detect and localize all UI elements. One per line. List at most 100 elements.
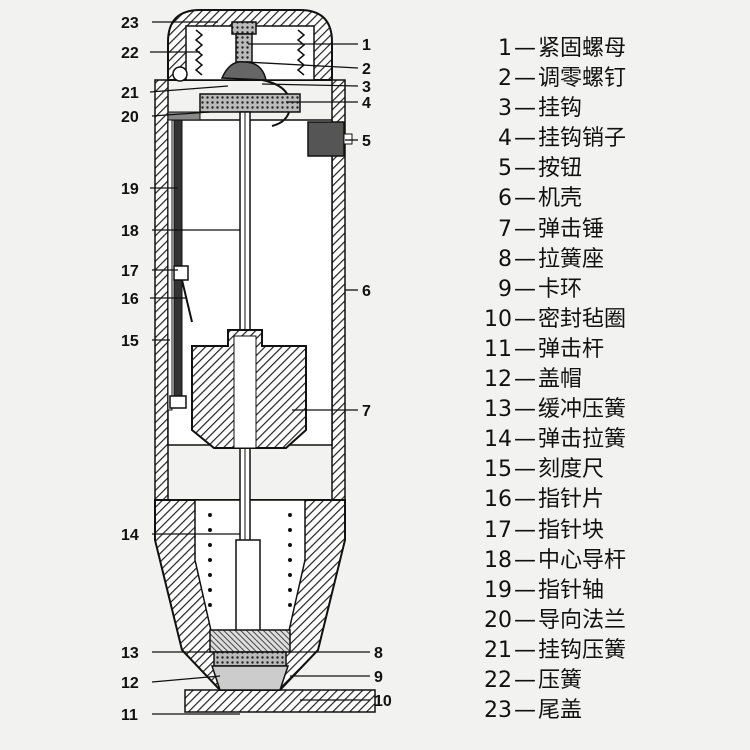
- legend-dash: —: [514, 336, 536, 362]
- button: [307, 121, 353, 157]
- legend-number: 3: [498, 96, 512, 122]
- legend-label: 挂钩: [538, 96, 583, 122]
- legend-label: 弹击拉簧: [538, 427, 627, 453]
- legend-number: 23: [484, 698, 512, 724]
- legend-item: 7—弹击锤: [482, 215, 747, 245]
- legend-label: 紧固螺母: [538, 36, 627, 61]
- legend-label: 缓冲压簧: [538, 397, 627, 423]
- legend-item: 12—盖帽: [482, 365, 747, 395]
- legend-number: 20: [484, 607, 512, 633]
- legend-dash: —: [514, 637, 536, 663]
- legend-number: 21: [484, 637, 512, 663]
- legend-dash: —: [514, 367, 536, 393]
- legend-label: 密封毡圈: [538, 306, 627, 332]
- legend-item: 1—紧固螺母: [482, 34, 747, 64]
- legend-label: 拉簧座: [538, 246, 605, 272]
- legend-number: 2: [498, 66, 512, 92]
- legend-dash: —: [514, 246, 536, 272]
- legend-item: 2—调零螺钉: [482, 64, 747, 94]
- legend-label: 盖帽: [538, 367, 583, 393]
- callout-10: 10: [374, 693, 392, 710]
- legend-label: 刻度尺: [538, 457, 605, 483]
- tension-springs: [208, 513, 292, 607]
- legend-item: 11—弹击杆: [482, 335, 747, 365]
- callout-8: 8: [374, 645, 383, 662]
- callout-2: 2: [362, 61, 371, 78]
- legend-dash: —: [514, 96, 536, 122]
- legend-dash: —: [514, 698, 536, 724]
- callout-17: 17: [121, 263, 139, 280]
- legend-dash: —: [514, 126, 536, 152]
- callout-15: 15: [121, 333, 139, 350]
- legend-number: 10: [484, 306, 512, 332]
- legend-label: 指针片: [538, 487, 605, 513]
- callout-13: 13: [121, 645, 139, 662]
- callout-3: 3: [362, 79, 371, 96]
- legend-number: 4: [498, 126, 512, 152]
- legend-number: 8: [498, 246, 512, 272]
- legend-number: 6: [498, 186, 512, 212]
- legend-label: 卡环: [538, 276, 583, 302]
- legend-label: 挂钩销子: [538, 126, 627, 152]
- legend-dash: —: [514, 517, 536, 543]
- callout-20: 20: [121, 109, 139, 126]
- legend-dash: —: [514, 216, 536, 242]
- legend-dash: —: [514, 547, 536, 573]
- legend-dash: —: [514, 487, 536, 513]
- legend-dash: —: [514, 36, 536, 61]
- legend-item: 18—中心导杆: [482, 546, 747, 576]
- legend-number: 13: [484, 397, 512, 423]
- legend-item: 4—挂钩销子: [482, 124, 747, 154]
- callout-1: 1: [362, 37, 371, 54]
- legend-item: 21—挂钩压簧: [482, 636, 747, 666]
- legend-dash: —: [514, 276, 536, 302]
- pointer-shaft-and-scale: [167, 119, 193, 411]
- legend-item: 9—卡环: [482, 275, 747, 305]
- callout-12: 12: [121, 675, 139, 692]
- callout-16: 16: [121, 291, 139, 308]
- legend-number: 12: [484, 367, 512, 393]
- callout-7: 7: [362, 403, 371, 420]
- legend-item: 16—指针片: [482, 485, 747, 515]
- legend-item: 15—刻度尺: [482, 455, 747, 485]
- guide-flange: [167, 93, 301, 121]
- legend-item: 6—机壳: [482, 184, 747, 214]
- callout-21: 21: [121, 85, 139, 102]
- legend-dash: —: [514, 66, 536, 92]
- legend-label: 挂钩压簧: [538, 637, 627, 663]
- callout-11: 11: [121, 707, 138, 724]
- legend-number: 14: [484, 427, 512, 453]
- legend-label: 导向法兰: [538, 607, 627, 633]
- legend-number: 19: [484, 577, 512, 603]
- legend-number: 18: [484, 547, 512, 573]
- legend-dash: —: [514, 186, 536, 212]
- legend-item: 13—缓冲压簧: [482, 395, 747, 425]
- legend-item: 10—密封毡圈: [482, 305, 747, 335]
- legend-number: 22: [484, 667, 512, 693]
- legend-label: 尾盖: [538, 698, 583, 724]
- callout-18: 18: [121, 223, 139, 240]
- legend-dash: —: [514, 457, 536, 483]
- legend-dash: —: [514, 156, 536, 182]
- legend-dash: —: [514, 427, 536, 453]
- legend-number: 11: [484, 336, 512, 362]
- callout-14: 14: [121, 527, 139, 544]
- legend-number: 9: [498, 276, 512, 302]
- legend-dash: —: [514, 397, 536, 423]
- legend-label: 中心导杆: [538, 547, 627, 573]
- legend-item: 5—按钮: [482, 154, 747, 184]
- legend-item: 17—指针块: [482, 516, 747, 546]
- legend-dash: —: [514, 667, 536, 693]
- legend-label: 指针块: [538, 517, 605, 543]
- callout-23: 23: [121, 15, 139, 32]
- callout-labels: 23 22 21 20 19 18 17 16 15 14 13 12 11 1…: [121, 15, 392, 724]
- callout-5: 5: [362, 133, 371, 150]
- legend-item: 22—压簧: [482, 666, 747, 696]
- callout-22: 22: [121, 45, 139, 62]
- legend-item: 14—弹击拉簧: [482, 425, 747, 455]
- legend-label: 调零螺钉: [538, 66, 627, 92]
- legend-number: 7: [498, 216, 512, 242]
